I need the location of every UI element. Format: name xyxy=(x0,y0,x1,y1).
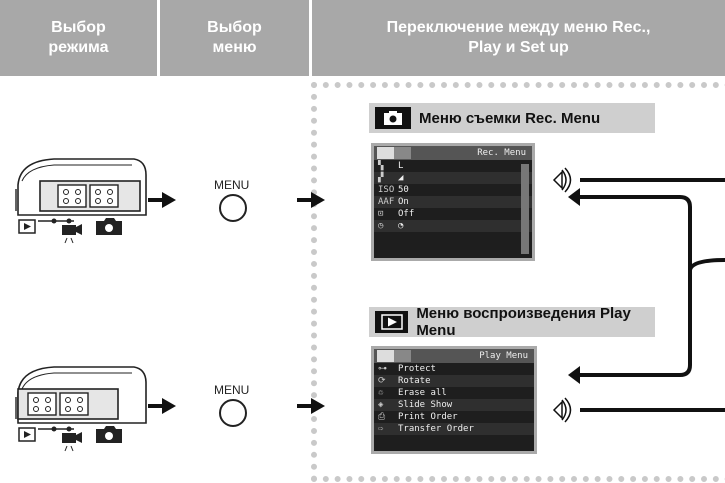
play-menu-row[interactable]: ⟳Rotate xyxy=(374,375,534,387)
resolution-icon: ▚ xyxy=(378,161,384,171)
camera-mode-dial-rec-illustration xyxy=(15,158,147,244)
transfer-icon: ⇨ xyxy=(378,424,384,434)
rec-menu-title-text: Меню съемки Rec. Menu xyxy=(419,109,601,127)
rec-menu-scrollbar[interactable] xyxy=(521,164,529,254)
arrow-camera-to-menu-top xyxy=(148,192,176,208)
camera-mode-dial-play-illustration xyxy=(15,366,147,452)
header-switch-line1: Переключение между меню Rec., xyxy=(386,19,651,36)
speaker-icon xyxy=(552,397,572,423)
header-mode-line1: Выбор xyxy=(51,19,106,36)
play-menu-row[interactable]: ⎙Print Order xyxy=(378,412,458,422)
header-mode-selection: Выбор режима xyxy=(0,0,157,76)
menu-switch-connectors xyxy=(552,167,725,423)
play-icon xyxy=(375,311,409,333)
play-menu-screen: Play Menu ⊶Protect ⟳Rotate ♲Erase all ◈S… xyxy=(371,346,537,454)
self-timer-icon: ◷ xyxy=(378,221,384,231)
menu-button-bottom[interactable] xyxy=(219,399,247,427)
compression-icon: ▞ xyxy=(378,173,384,183)
rec-menu-row[interactable]: ▚L xyxy=(378,161,404,171)
play-menu-row[interactable]: ⇨Transfer Order xyxy=(374,423,534,435)
play-menu-title: Меню воспроизведения Play Menu xyxy=(369,305,655,339)
key-icon: ⊶ xyxy=(378,364,387,374)
header-switch-menus: Переключение между меню Rec., Play и Set… xyxy=(312,0,725,76)
review-icon: ⊡ xyxy=(378,209,384,219)
rec-menu-screen-title: Rec. Menu xyxy=(477,148,526,158)
header-switch-line2: Play и Set up xyxy=(468,39,569,56)
play-menu-row[interactable]: ◈Slide Show xyxy=(374,399,534,411)
rec-menu-row[interactable]: ◷◔ xyxy=(374,220,532,232)
menu-switch-frame xyxy=(311,82,725,482)
rec-menu-title: Меню съемки Rec. Menu xyxy=(369,103,655,133)
rec-menu-row[interactable]: ⊡Off xyxy=(378,209,415,219)
print-icon: ⎙ xyxy=(378,412,386,422)
play-menu-screen-title: Play Menu xyxy=(479,351,528,361)
header-menu-selection: Выбор меню xyxy=(160,0,309,76)
arrow-into-play xyxy=(568,366,580,384)
rotate-icon: ⟳ xyxy=(378,376,386,386)
menu-button-label-bottom: MENU xyxy=(214,383,250,397)
menu-button-top[interactable] xyxy=(219,194,247,222)
camera-icon xyxy=(375,107,411,129)
speaker-icon xyxy=(552,167,572,193)
erase-icon: ♲ xyxy=(378,388,384,398)
play-menu-row[interactable]: ♲Erase all xyxy=(378,388,447,398)
rec-menu-row[interactable]: ▞◢ xyxy=(374,172,532,184)
arrow-menu-to-play xyxy=(297,398,325,414)
arrow-camera-to-menu-bottom xyxy=(148,398,176,414)
header-mode-line2: режима xyxy=(48,39,109,56)
rec-menu-screen-tabbar: Rec. Menu xyxy=(374,146,532,160)
header-menu-line2: меню xyxy=(212,39,257,56)
play-menu-screen-tabbar: Play Menu xyxy=(374,349,534,363)
arrow-menu-to-rec xyxy=(297,192,325,208)
menu-button-label-top: MENU xyxy=(214,178,250,192)
header-menu-line1: Выбор xyxy=(207,19,262,36)
arrow-into-rec xyxy=(568,188,580,206)
slideshow-icon: ◈ xyxy=(378,400,384,410)
play-menu-row[interactable]: ⊶Protect xyxy=(378,364,436,374)
play-menu-title-text: Меню воспроизведения Play Menu xyxy=(416,305,631,339)
